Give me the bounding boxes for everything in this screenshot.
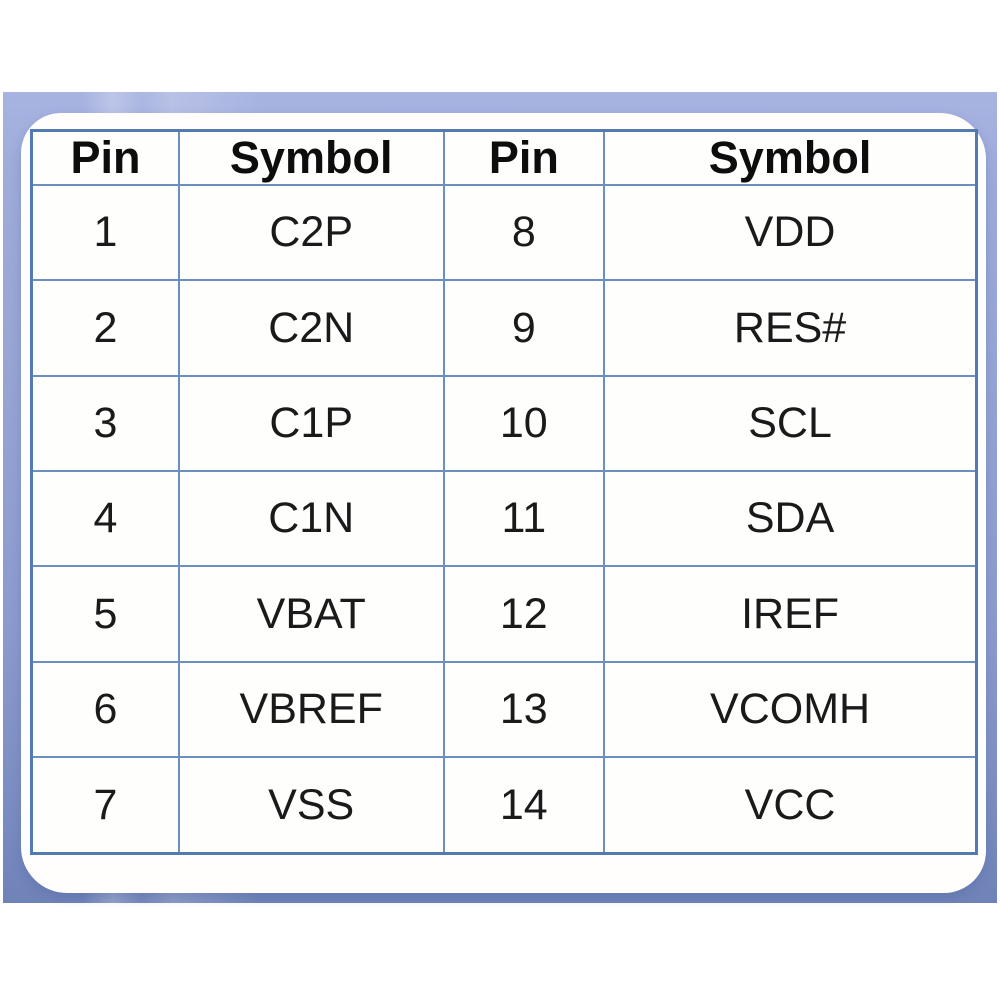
pin-number-cell: 10 [442, 374, 606, 473]
pin-number-cell: 3 [30, 374, 180, 473]
table-row: 2 C2N 9 RES# [30, 279, 978, 377]
symbol-cell: C2P [177, 183, 445, 282]
symbol-cell: VDD [603, 183, 978, 282]
table-row: 1 C2P 8 VDD [30, 183, 978, 282]
pin-number-cell: 14 [442, 756, 606, 855]
symbol-cell: VSS [177, 756, 445, 855]
pin-number-cell: 9 [442, 279, 606, 377]
symbol-cell: SDA [603, 470, 978, 568]
table-row: 5 VBAT 12 IREF [30, 565, 978, 663]
symbol-cell: VBREF [177, 660, 445, 759]
table-row: 6 VBREF 13 VCOMH [30, 660, 978, 759]
table-row: 4 C1N 11 SDA [30, 470, 978, 568]
symbol-cell: VCOMH [603, 660, 978, 759]
pin-number-cell: 5 [30, 565, 180, 663]
header-row: Pin Symbol Pin Symbol [30, 129, 978, 186]
pin-number-cell: 2 [30, 279, 180, 377]
table-card: Pin Symbol Pin Symbol 1 C2P 8 VDD 2 C2N … [21, 113, 986, 893]
header-pin-left: Pin [30, 129, 180, 186]
header-symbol-right: Symbol [603, 129, 978, 186]
pinout-table: Pin Symbol Pin Symbol 1 C2P 8 VDD 2 C2N … [30, 129, 978, 855]
pin-number-cell: 12 [442, 565, 606, 663]
symbol-cell: C1P [177, 374, 445, 473]
table-row: 3 C1P 10 SCL [30, 374, 978, 473]
symbol-cell: IREF [603, 565, 978, 663]
symbol-cell: SCL [603, 374, 978, 473]
pin-number-cell: 13 [442, 660, 606, 759]
symbol-cell: C2N [177, 279, 445, 377]
symbol-cell: VCC [603, 756, 978, 855]
pin-number-cell: 6 [30, 660, 180, 759]
symbol-cell: VBAT [177, 565, 445, 663]
pin-number-cell: 4 [30, 470, 180, 568]
header-pin-right: Pin [442, 129, 606, 186]
header-symbol-left: Symbol [177, 129, 445, 186]
pin-number-cell: 7 [30, 756, 180, 855]
pin-number-cell: 1 [30, 183, 180, 282]
table-row: 7 VSS 14 VCC [30, 756, 978, 855]
pin-number-cell: 11 [442, 470, 606, 568]
symbol-cell: C1N [177, 470, 445, 568]
symbol-cell: RES# [603, 279, 978, 377]
pin-number-cell: 8 [442, 183, 606, 282]
